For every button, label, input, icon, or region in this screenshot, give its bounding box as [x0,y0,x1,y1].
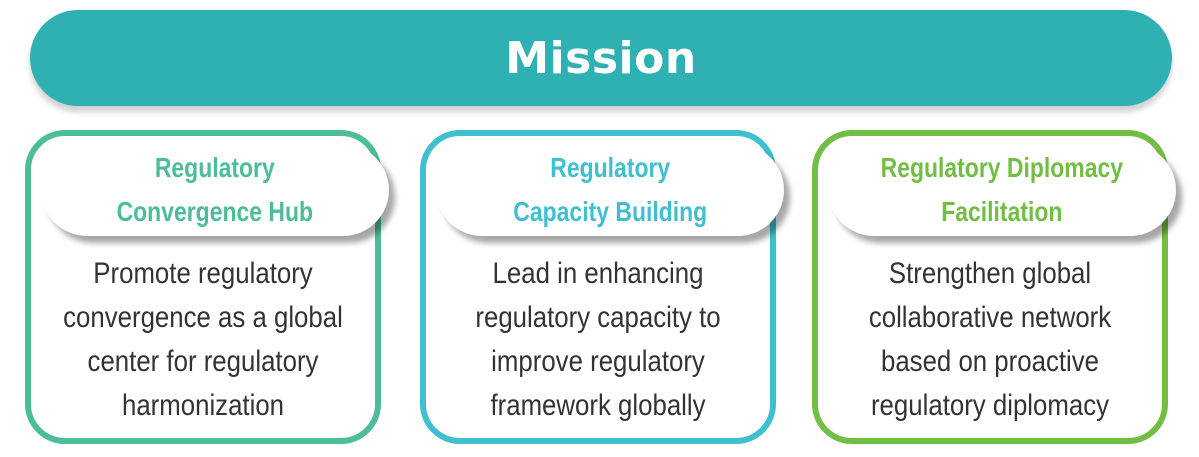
card-title: Regulatory Capacity Building [513,152,707,227]
card-regulatory-diplomacy-facilitation: Regulatory Diplomacy Facilitation Streng… [812,130,1176,444]
card-header: Regulatory Convergence Hub [41,144,389,236]
card-regulatory-capacity-building: Regulatory Capacity Building Lead in enh… [420,130,784,444]
card-header: Regulatory Diplomacy Facilitation [828,144,1176,236]
card-description: Promote regulatory convergence as a glob… [63,257,343,422]
card-description: Strengthen global collaborative network … [868,257,1112,422]
mission-banner: Mission [30,10,1172,106]
card-header: Regulatory Capacity Building [436,144,784,236]
card-regulatory-convergence-hub: Regulatory Convergence Hub Promote regul… [25,130,389,444]
mission-title: Mission [505,32,697,84]
card-description: Lead in enhancing regulatory capacity to… [475,257,721,422]
card-title: Regulatory Convergence Hub [116,152,314,227]
card-title: Regulatory Diplomacy Facilitation [880,152,1124,227]
